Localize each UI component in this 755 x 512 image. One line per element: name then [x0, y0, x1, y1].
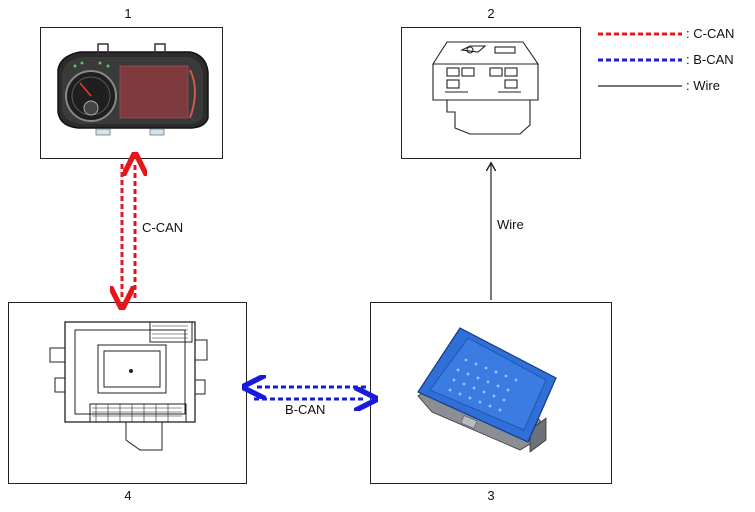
legend-wire-text: : Wire [686, 78, 720, 93]
component-number-3: 3 [487, 488, 495, 503]
wireless-charger-pad-image [431, 41, 540, 135]
component-number-2: 2 [487, 6, 495, 21]
b-can-label: B-CAN [283, 402, 328, 417]
body-control-unit-image [49, 321, 208, 451]
legend-c-can-text: : C-CAN [686, 26, 735, 41]
c-can-connection [122, 164, 135, 298]
component-number-1: 1 [124, 6, 132, 21]
b-can-connection [254, 387, 366, 399]
component-number-4: 4 [124, 488, 132, 503]
wireless-charger-module-image [417, 327, 557, 453]
c-can-label: C-CAN [140, 220, 186, 235]
legend-b-can-text: : B-CAN [686, 52, 734, 67]
wire-label: Wire [495, 217, 526, 232]
instrument-cluster-image [57, 43, 209, 136]
